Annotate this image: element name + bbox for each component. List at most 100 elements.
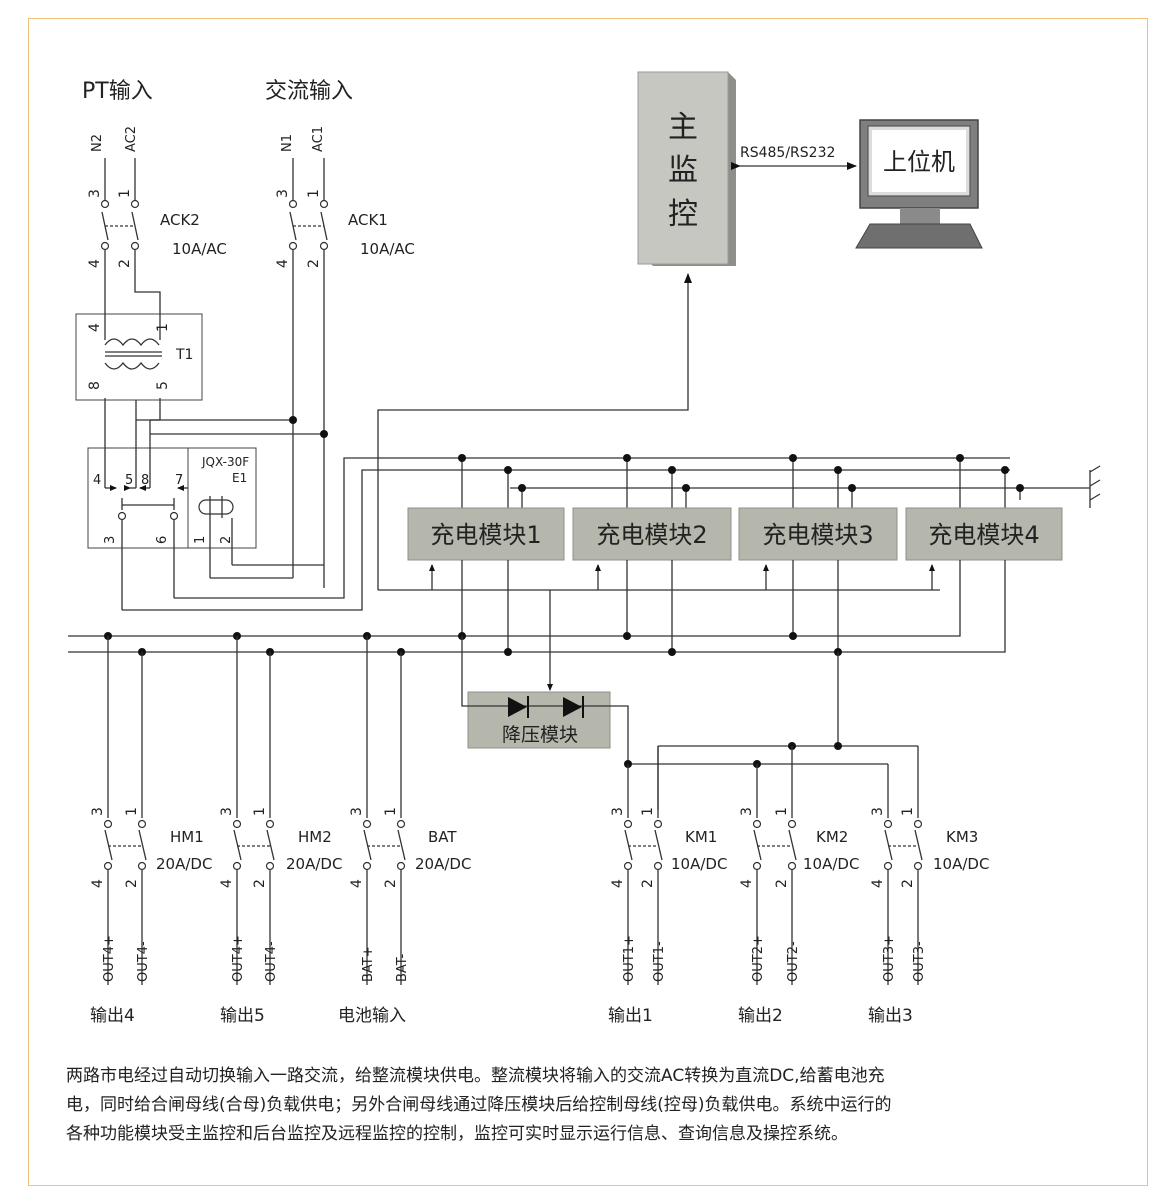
step-down-label: 降压模块	[502, 724, 578, 746]
charging-module-label: 充电模块2	[596, 521, 707, 549]
svg-text:2: 2	[124, 879, 140, 888]
switch-ack2: N2 AC2 3 1 4 2 ACK2 10A/AC	[87, 126, 227, 268]
switch-name: KM3	[946, 828, 978, 846]
svg-text:2: 2	[306, 259, 322, 268]
control-bus	[624, 652, 918, 810]
dc-switch: 3 1 4 2 KM3 10A/DC OUT3+ OUT3- 输出3	[868, 746, 989, 1026]
terminal-label: AC2	[124, 126, 139, 152]
svg-text:4: 4	[349, 879, 365, 888]
switch-rating: 10A/DC	[933, 855, 989, 873]
svg-text:3: 3	[870, 807, 886, 816]
host-label: 上位机	[883, 148, 955, 176]
svg-text:3: 3	[103, 536, 118, 544]
terminal-label: OUT2+	[751, 935, 766, 982]
description: 两路市电经过自动切换输入一路交流，给整流模块供电。整流模块将输入的交流AC转换为…	[66, 1062, 1126, 1149]
terminal-label: AC1	[311, 126, 326, 152]
switch-rating: 10A/AC	[360, 240, 415, 258]
switch-name: KM1	[685, 828, 717, 846]
charging-module-label: 充电模块4	[928, 521, 1039, 549]
svg-text:1: 1	[774, 807, 790, 816]
svg-text:2: 2	[774, 879, 790, 888]
svg-text:3: 3	[87, 189, 103, 198]
output-label: 输出2	[738, 1006, 783, 1026]
svg-text:7: 7	[175, 473, 183, 488]
terminal-label: N1	[280, 134, 295, 152]
terminal-label: OUT1+	[622, 935, 637, 982]
transformer-label: T1	[175, 347, 193, 363]
svg-text:5: 5	[125, 473, 133, 488]
svg-text:4: 4	[93, 473, 101, 488]
terminal-label: BAT-	[395, 953, 410, 982]
charging-module-3	[738, 507, 898, 561]
svg-text:8: 8	[87, 381, 103, 390]
charging-modules: 充电模块1 充电模块2 充电模块3 充电模块4	[407, 507, 1063, 561]
svg-text:1: 1	[193, 536, 208, 544]
svg-text:4: 4	[87, 323, 103, 332]
relay-sub: E1	[232, 471, 247, 485]
switch-rating: 20A/DC	[415, 855, 471, 873]
charging-module-1	[407, 507, 565, 561]
switch-name: KM2	[816, 828, 848, 846]
terminal-label: OUT3+	[882, 935, 897, 982]
terminal-label: BAT+	[361, 946, 376, 982]
svg-text:3: 3	[610, 807, 626, 816]
svg-text:4: 4	[90, 879, 106, 888]
svg-text:2: 2	[117, 259, 133, 268]
charging-module-label: 充电模块3	[762, 521, 873, 549]
dc-buses	[68, 560, 1006, 656]
output-label: 电池输入	[338, 1006, 406, 1026]
relay-jqx30f: JQX-30F E1 4 5 8 7 3 6 1 2	[87, 398, 257, 549]
svg-text:1: 1	[252, 807, 268, 816]
switch-rating: 20A/DC	[156, 855, 212, 873]
svg-text:1: 1	[306, 189, 322, 198]
step-down-module: 降压模块	[461, 636, 629, 764]
terminal-label: OUT4+	[231, 935, 246, 982]
svg-text:4: 4	[870, 879, 886, 888]
monitor-bus	[377, 273, 940, 691]
terminal-label: OUT4+	[102, 935, 117, 982]
svg-text:3: 3	[90, 807, 106, 816]
diagram-frame	[28, 18, 1148, 1186]
relay-model: JQX-30F	[201, 455, 249, 469]
svg-text:1: 1	[640, 807, 656, 816]
output-label: 输出3	[868, 1006, 913, 1026]
description-line: 电，同时给合闸母线(合母)负载供电；另外合闸母线通过降压模块后给控制母线(控母)…	[66, 1095, 892, 1115]
svg-text:6: 6	[155, 536, 170, 544]
main-monitor-char: 控	[668, 197, 698, 232]
comm-label: RS485/RS232	[740, 145, 835, 161]
svg-text:1: 1	[900, 807, 916, 816]
ac-input-title: 交流输入	[265, 79, 353, 104]
description-line: 两路市电经过自动切换输入一路交流，给整流模块供电。整流模块将输入的交流AC转换为…	[66, 1066, 885, 1086]
terminal-label: OUT4-	[136, 941, 151, 982]
switch-rating: 10A/DC	[671, 855, 727, 873]
terminal-label: OUT3-	[912, 941, 927, 982]
charging-module-label: 充电模块1	[430, 521, 541, 549]
svg-text:2: 2	[252, 879, 268, 888]
svg-text:2: 2	[900, 879, 916, 888]
switch-name: ACK2	[160, 211, 200, 229]
svg-text:1: 1	[383, 807, 399, 816]
output-label: 输出1	[608, 1006, 653, 1026]
svg-text:4: 4	[610, 879, 626, 888]
switch-rating: 10A/DC	[803, 855, 859, 873]
svg-text:2: 2	[383, 879, 399, 888]
svg-text:2: 2	[219, 536, 234, 544]
svg-text:3: 3	[349, 807, 365, 816]
svg-text:3: 3	[275, 189, 291, 198]
switch-rating: 20A/DC	[286, 855, 342, 873]
svg-text:1: 1	[117, 189, 133, 198]
switch-name: ACK1	[348, 211, 388, 229]
pt-input-title: PT输入	[82, 79, 153, 104]
switch-rating: 10A/AC	[172, 240, 227, 258]
switch-name: HM1	[170, 828, 204, 846]
ac-wiring	[121, 250, 1101, 611]
svg-text:5: 5	[155, 381, 171, 390]
description-line: 各种功能模块受主监控和后台监控及远程监控的控制，监控可实时显示运行信息、查询信息…	[66, 1124, 848, 1144]
